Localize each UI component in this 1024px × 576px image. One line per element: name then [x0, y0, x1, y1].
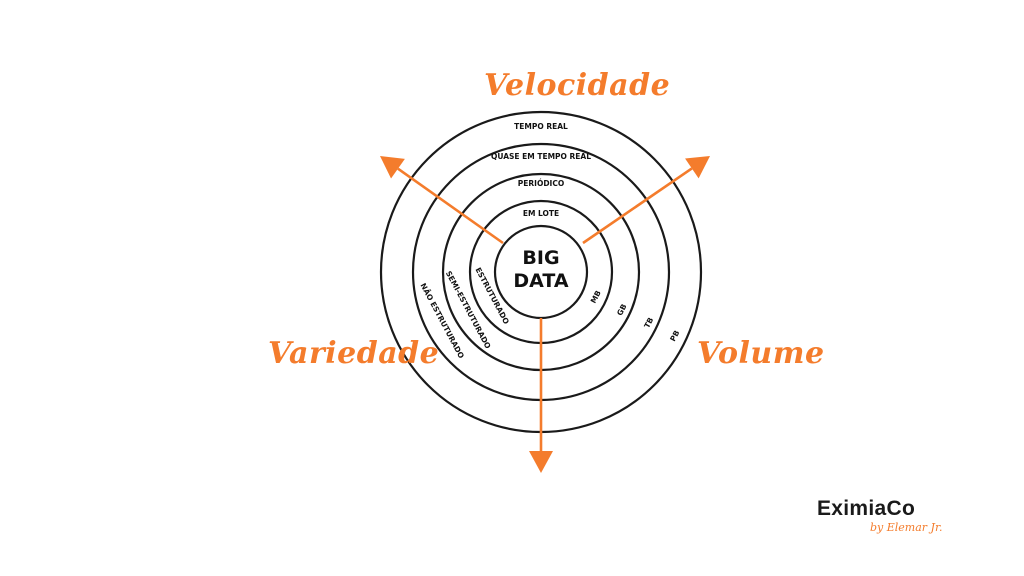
velocidade-level-em-lote: EM LOTE [523, 209, 559, 218]
axis-title-variedade: Variedade [268, 336, 440, 371]
arrow-velocidade-head [529, 451, 553, 473]
volume-level-pb: PB [668, 329, 681, 343]
brand-tagline: by Elemar Jr. [870, 521, 943, 534]
arrow-variedade-shaft [397, 167, 504, 245]
axis-title-volume: Volume [697, 336, 825, 371]
arrow-volume-shaft [582, 167, 693, 245]
arrow-velocidade [529, 318, 553, 473]
arrow-volume [582, 156, 710, 245]
volume-level-tb: TB [642, 316, 655, 330]
center-label-data: DATA [513, 270, 568, 292]
axis-arrows [380, 156, 710, 473]
volume-level-mb: MB [589, 289, 603, 305]
velocidade-level-periodico: PERIÓDICO [518, 179, 564, 188]
center-label-big: BIG [522, 247, 559, 269]
axis-title-velocidade: Velocidade [484, 68, 671, 103]
velocidade-level-tempo-real: TEMPO REAL [514, 122, 568, 131]
volume-level-gb: GB [615, 302, 629, 317]
arrow-variedade [380, 156, 504, 245]
arrow-variedade-head [380, 156, 405, 179]
velocidade-level-quase-tempo-real: QUASE EM TEMPO REAL [491, 152, 591, 161]
arrow-volume-head [685, 156, 710, 179]
brand-logo: EximiaCo [817, 497, 915, 521]
variedade-level-estruturado: ESTRUTURADO [473, 266, 510, 326]
brand-logo-text: EximiaCo [817, 497, 916, 520]
